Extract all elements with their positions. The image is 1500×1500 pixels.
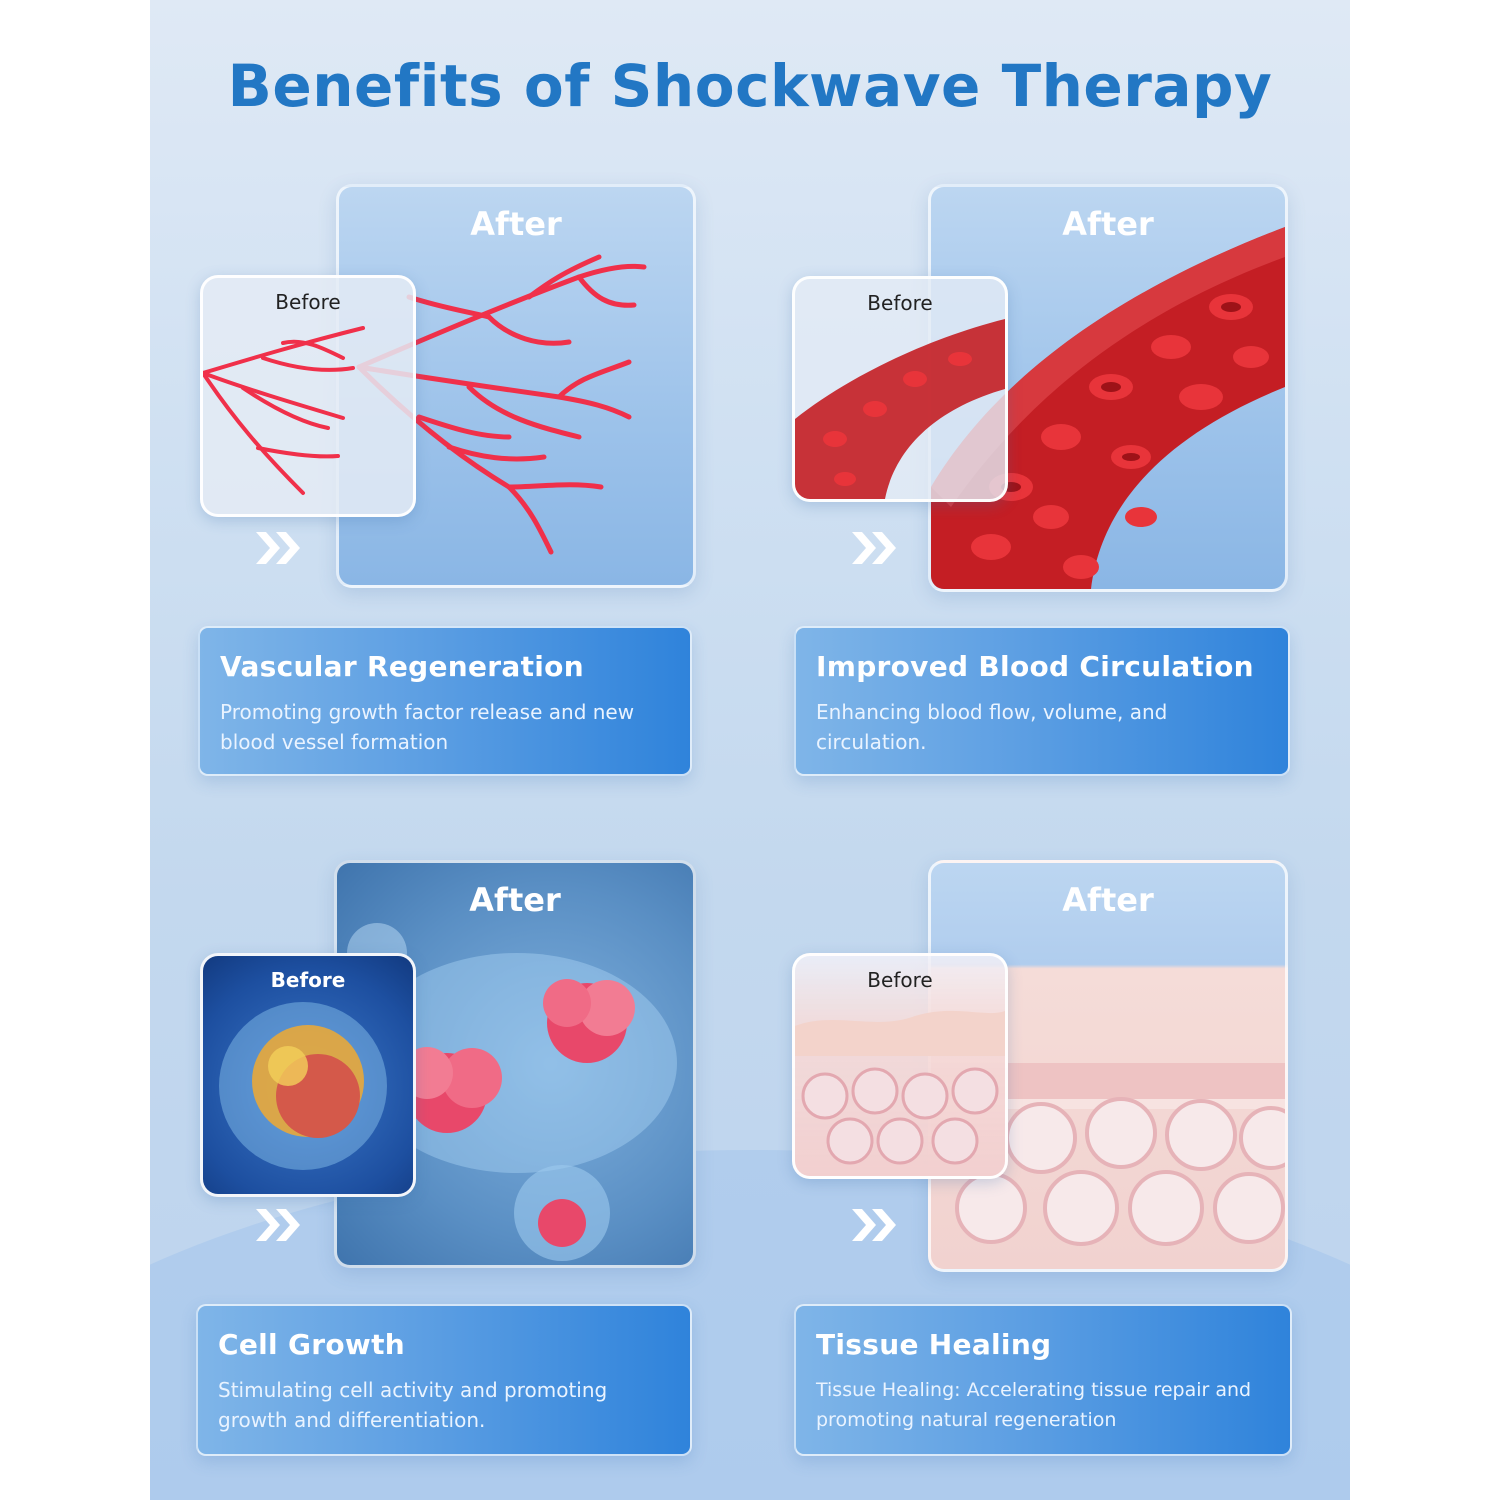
benefit-card-cell-growth: Cell Growth Stimulating cell activity an…: [196, 1304, 692, 1456]
before-image-tissue: Before: [792, 953, 1008, 1179]
benefit-card-vascular-regeneration: Vascular Regeneration Promoting growth f…: [198, 626, 692, 776]
benefit-card-improved-blood-circulation: Improved Blood Circulation Enhancing blo…: [794, 626, 1290, 776]
before-image-cells: Before: [200, 953, 416, 1197]
benefit-title: Improved Blood Circulation: [816, 650, 1254, 683]
double-chevron-right-icon: [256, 1209, 300, 1241]
before-image-vessels: Before: [200, 275, 416, 517]
benefit-title: Cell Growth: [218, 1328, 405, 1361]
infographic-poster: Benefits of Shockwave Therapy After: [150, 0, 1350, 1500]
before-label: Before: [275, 290, 341, 314]
benefit-description: Stimulating cell activity and promoting …: [218, 1378, 608, 1432]
vessel-network-illustration: [356, 254, 647, 555]
before-label: Before: [867, 968, 933, 992]
double-chevron-right-icon: [256, 532, 300, 564]
double-chevron-right-icon: [852, 1209, 896, 1241]
benefit-title: Vascular Regeneration: [220, 650, 584, 683]
artery-before-illustration: [795, 319, 1005, 499]
cell-before-illustration: [219, 1002, 387, 1170]
benefit-description: Tissue Healing: Accelerating tissue repa…: [816, 1379, 1252, 1431]
benefit-title: Tissue Healing: [816, 1328, 1052, 1361]
after-label: After: [1062, 881, 1154, 919]
double-chevron-right-icon: [852, 532, 896, 564]
dividing-cells-illustration: [347, 923, 677, 1261]
before-image-artery: Before: [792, 276, 1008, 502]
skin-tissue-before-illustration: [795, 1010, 1005, 1165]
benefit-description: Enhancing blood flow, volume, and circul…: [816, 700, 1168, 754]
benefit-card-tissue-healing: Tissue Healing Tissue Healing: Accelerat…: [794, 1304, 1292, 1456]
after-label: After: [1062, 205, 1154, 243]
before-label: Before: [270, 968, 346, 992]
after-label: After: [470, 205, 562, 243]
vessel-network-before-illustration: [203, 326, 365, 495]
after-label: After: [469, 881, 561, 919]
before-label: Before: [867, 291, 933, 315]
page-title: Benefits of Shockwave Therapy: [227, 52, 1273, 120]
benefit-description: Promoting growth factor release and new …: [220, 700, 635, 754]
